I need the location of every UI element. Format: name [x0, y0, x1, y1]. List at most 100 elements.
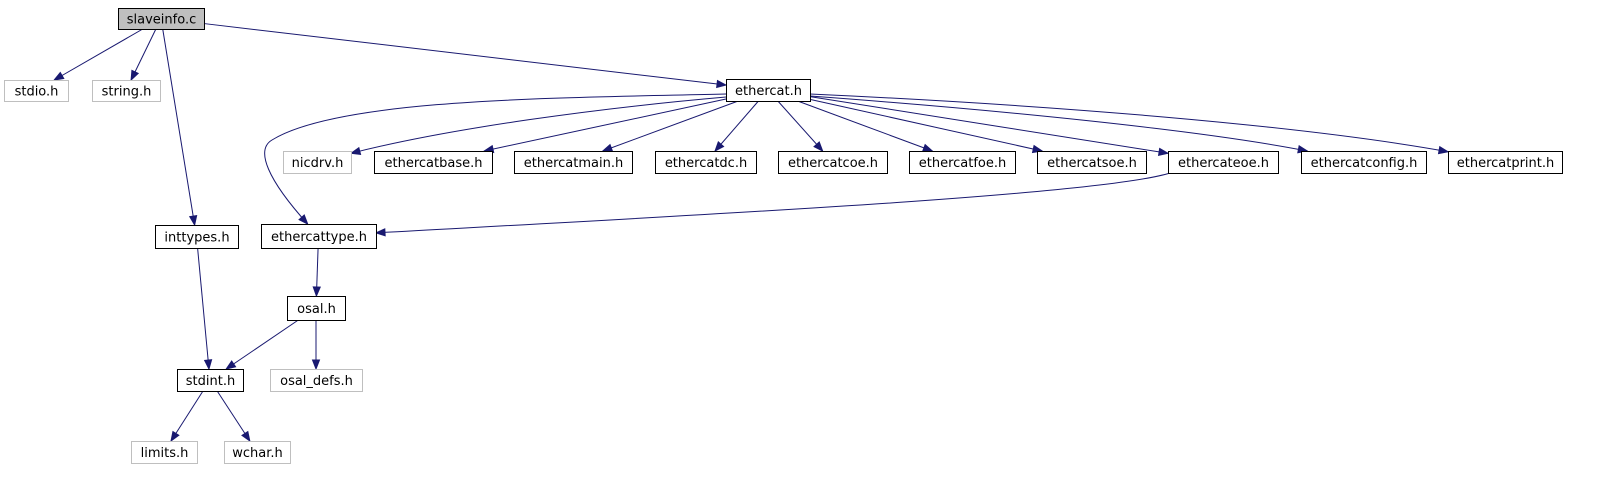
node-label: ethercatbase.h [385, 156, 483, 171]
arrowhead [349, 146, 362, 156]
node-ethercatbase-h[interactable]: ethercatbase.h [374, 151, 493, 174]
arrowhead [312, 286, 321, 298]
node-string-h[interactable]: string.h [92, 80, 161, 102]
node-ethercat-h[interactable]: ethercat.h [726, 79, 811, 102]
edge-stdint-h-to-wchar-h [216, 390, 251, 443]
edge-line [170, 390, 204, 442]
node-label: ethercatfoe.h [919, 156, 1007, 171]
edge-line [777, 100, 824, 152]
arrowhead [921, 143, 934, 152]
node-label: ethercattype.h [271, 230, 367, 245]
node-ethercatdc-h[interactable]: ethercatdc.h [655, 151, 757, 174]
edge-ethercat-h-to-ethercateoe-h [809, 96, 1170, 156]
node-box [270, 369, 363, 392]
node-box [726, 79, 811, 102]
node-label: osal_defs.h [280, 374, 353, 389]
node-stdint-h[interactable]: stdint.h [177, 369, 244, 392]
node-box [1448, 151, 1563, 174]
node-box [131, 441, 198, 464]
node-label: ethercatsoe.h [1047, 156, 1137, 171]
node-nicdrv-h[interactable]: nicdrv.h [283, 151, 352, 174]
node-label: ethercatcoe.h [788, 156, 878, 171]
node-label: nicdrv.h [292, 156, 344, 171]
node-label: ethercatconfig.h [1311, 156, 1418, 171]
node-label: ethercatprint.h [1457, 156, 1555, 171]
node-box [778, 151, 888, 174]
node-ethercatcoe-h[interactable]: ethercatcoe.h [778, 151, 888, 174]
edge-line [809, 98, 1043, 152]
edge-line [162, 28, 196, 226]
edge-line [203, 23, 727, 86]
node-box [224, 441, 291, 464]
arrowhead [716, 79, 728, 89]
arrowhead [311, 359, 321, 371]
node-inttypes-h[interactable]: inttypes.h [155, 225, 239, 249]
arrowhead [241, 430, 251, 443]
arrowhead [1437, 145, 1450, 155]
arrowhead [203, 359, 213, 371]
node-osal-defs-h[interactable]: osal_defs.h [270, 369, 363, 392]
node-ethercatsoe-h[interactable]: ethercatsoe.h [1037, 151, 1147, 174]
node-osal-h[interactable]: osal.h [287, 296, 346, 321]
edge-line [809, 95, 1308, 152]
edge-line [602, 100, 739, 152]
edge-layer [53, 23, 1450, 443]
edge-ethercat-h-to-ethercattype-h [264, 93, 727, 226]
edge-osal-h-to-stdint-h [225, 319, 299, 370]
node-label: ethercat.h [735, 84, 802, 99]
edge-slaveinfo-c-to-inttypes-h [162, 28, 198, 227]
node-limits-h[interactable]: limits.h [131, 441, 198, 464]
node-stdio-h[interactable]: stdio.h [4, 80, 69, 102]
arrowhead [53, 71, 65, 81]
edge-ethercat-h-to-nicdrv-h [349, 96, 727, 156]
arrowhead [714, 141, 725, 153]
edge-line [797, 100, 933, 152]
arrowhead [813, 141, 824, 153]
edge-osal-h-to-osal-defs-h [311, 320, 321, 371]
node-slaveinfo-c[interactable]: slaveinfo.c [118, 8, 205, 30]
edge-line [216, 390, 251, 442]
arrowhead [1157, 147, 1170, 156]
node-ethercatprint-h[interactable]: ethercatprint.h [1448, 151, 1563, 174]
node-box [909, 151, 1016, 174]
edge-ethercat-h-to-ethercatmain-h [601, 100, 739, 152]
edge-ethercattype-h-to-osal-h [312, 247, 321, 298]
edge-ethercateoe-h-to-ethercattype-h [374, 172, 1171, 237]
edge-line [264, 93, 727, 225]
edge-slaveinfo-c-to-stdio-h [53, 28, 144, 81]
edge-ethercat-h-to-ethercatprint-h [809, 93, 1450, 155]
edge-line [350, 96, 727, 154]
node-wchar-h[interactable]: wchar.h [224, 441, 291, 464]
edge-ethercat-h-to-ethercatsoe-h [809, 98, 1044, 154]
node-label: wchar.h [232, 446, 283, 461]
arrowhead [298, 214, 309, 226]
node-box [92, 80, 161, 102]
edge-slaveinfo-c-to-string-h [130, 28, 157, 82]
arrowhead [188, 214, 198, 227]
node-box [1168, 151, 1279, 174]
node-label: ethercateoe.h [1178, 156, 1269, 171]
arrowhead [601, 143, 614, 152]
node-label: slaveinfo.c [127, 13, 196, 28]
arrowhead [374, 228, 386, 237]
node-label: string.h [102, 85, 152, 100]
edge-inttypes-h-to-stdint-h [197, 247, 213, 371]
node-ethercateoe-h[interactable]: ethercateoe.h [1168, 151, 1279, 174]
arrowhead [170, 430, 180, 443]
edge-line [53, 28, 144, 81]
node-box [261, 224, 377, 249]
node-label: limits.h [141, 446, 189, 461]
node-box [177, 369, 244, 392]
node-label: ethercatmain.h [524, 156, 623, 171]
edge-line [809, 93, 1449, 153]
node-box [155, 225, 239, 249]
node-ethercatfoe-h[interactable]: ethercatfoe.h [909, 151, 1016, 174]
edge-stdint-h-to-limits-h [170, 390, 204, 443]
edge-ethercat-h-to-ethercatcoe-h [777, 100, 824, 153]
node-ethercattype-h[interactable]: ethercattype.h [261, 224, 377, 249]
node-label: stdio.h [15, 85, 59, 100]
node-ethercatmain-h[interactable]: ethercatmain.h [514, 151, 633, 174]
node-box [4, 80, 69, 102]
node-ethercatconfig-h[interactable]: ethercatconfig.h [1301, 151, 1427, 174]
